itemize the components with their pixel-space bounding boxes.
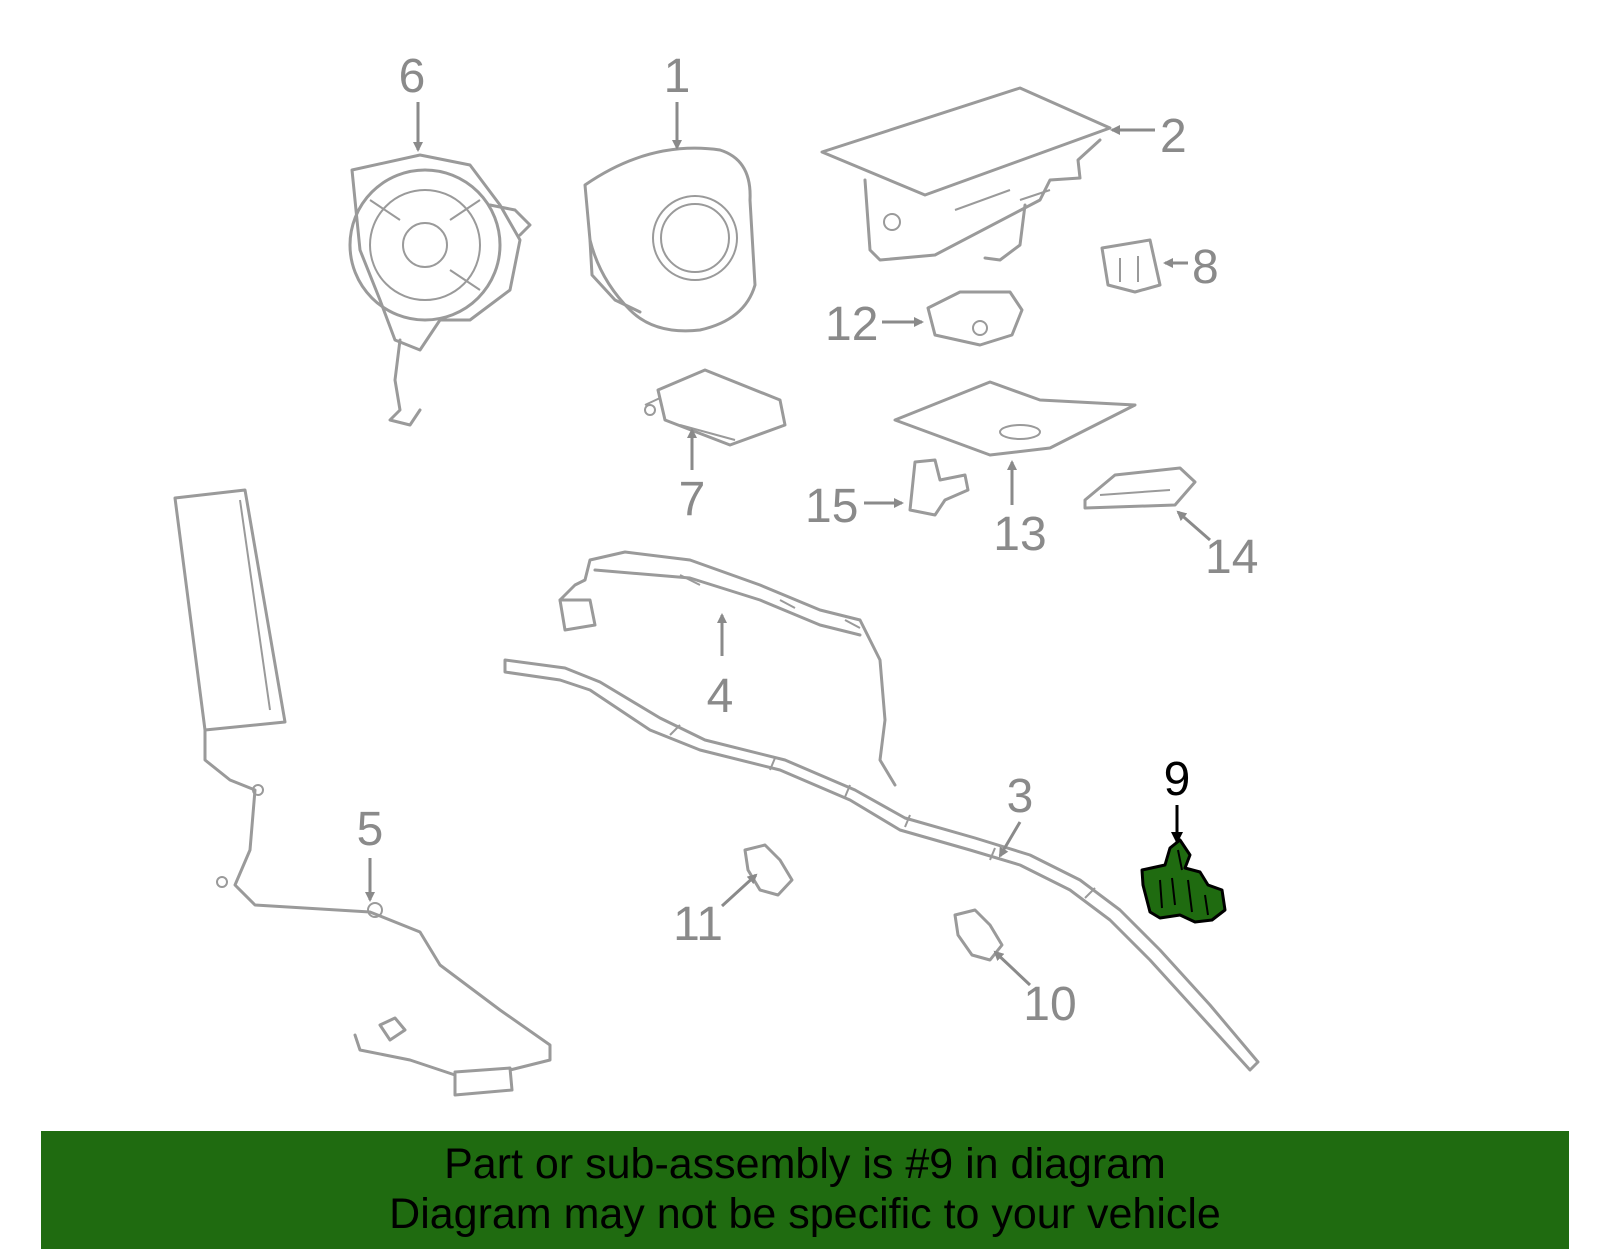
callout-3-label: 3 (1007, 770, 1034, 823)
callout-5-label: 5 (357, 803, 384, 856)
callout-2-label: 2 (1160, 110, 1187, 163)
part-5-side-airbag[interactable] (173, 488, 552, 1097)
callout-1: 1 (664, 50, 691, 150)
callout-6: 6 (399, 50, 426, 152)
callout-8: 8 (1163, 241, 1219, 294)
part-12[interactable] (926, 290, 1024, 347)
callout-13: 13 (993, 460, 1047, 561)
callout-8-label: 8 (1192, 241, 1219, 294)
part-15[interactable] (908, 458, 970, 517)
callout-7-label: 7 (679, 473, 706, 526)
part-8[interactable] (1100, 238, 1162, 294)
callout-1-label: 1 (664, 50, 691, 103)
callout-14: 14 (1176, 510, 1258, 584)
part-14[interactable] (1083, 466, 1197, 510)
part-4[interactable] (558, 550, 897, 787)
callout-13-label: 13 (993, 508, 1046, 561)
callout-15: 15 (805, 480, 904, 533)
callout-14-label: 14 (1205, 531, 1258, 584)
callout-11-label: 11 (673, 898, 723, 951)
callout-10: 10 (993, 950, 1077, 1031)
part-7-sensing-module[interactable] (644, 368, 787, 447)
callout-15-label: 15 (805, 480, 858, 533)
banner-line-disclaimer: Diagram may not be specific to your vehi… (389, 1190, 1221, 1238)
parts-diagram: 6 1 2 8 12 (173, 50, 1260, 1097)
callout-6-label: 6 (399, 50, 426, 103)
callout-2: 2 (1110, 110, 1187, 163)
callout-3: 3 (998, 770, 1034, 858)
info-banner: Part or sub-assembly is #9 in diagram Di… (41, 1131, 1569, 1249)
callout-11: 11 (673, 873, 758, 951)
part-6-clockspring[interactable] (348, 153, 532, 427)
part-9-highlighted[interactable] (1140, 838, 1227, 924)
callout-7: 7 (679, 428, 706, 526)
part-2-passenger-airbag[interactable] (820, 86, 1112, 262)
part-11[interactable] (743, 843, 794, 897)
callout-5: 5 (357, 803, 384, 902)
banner-line-part: Part or sub-assembly is #9 in diagram (444, 1140, 1166, 1188)
callout-9: 9 (1164, 753, 1191, 844)
callout-9-label: 9 (1164, 753, 1191, 806)
part-3-curtain-airbag[interactable] (503, 658, 1260, 1072)
callout-12: 12 (825, 298, 924, 351)
callout-10-label: 10 (1023, 978, 1076, 1031)
part-13[interactable] (893, 380, 1137, 457)
callout-12-label: 12 (825, 298, 878, 351)
callout-4: 4 (707, 613, 734, 723)
callout-4-label: 4 (707, 670, 734, 723)
part-1-driver-airbag[interactable] (583, 146, 757, 333)
